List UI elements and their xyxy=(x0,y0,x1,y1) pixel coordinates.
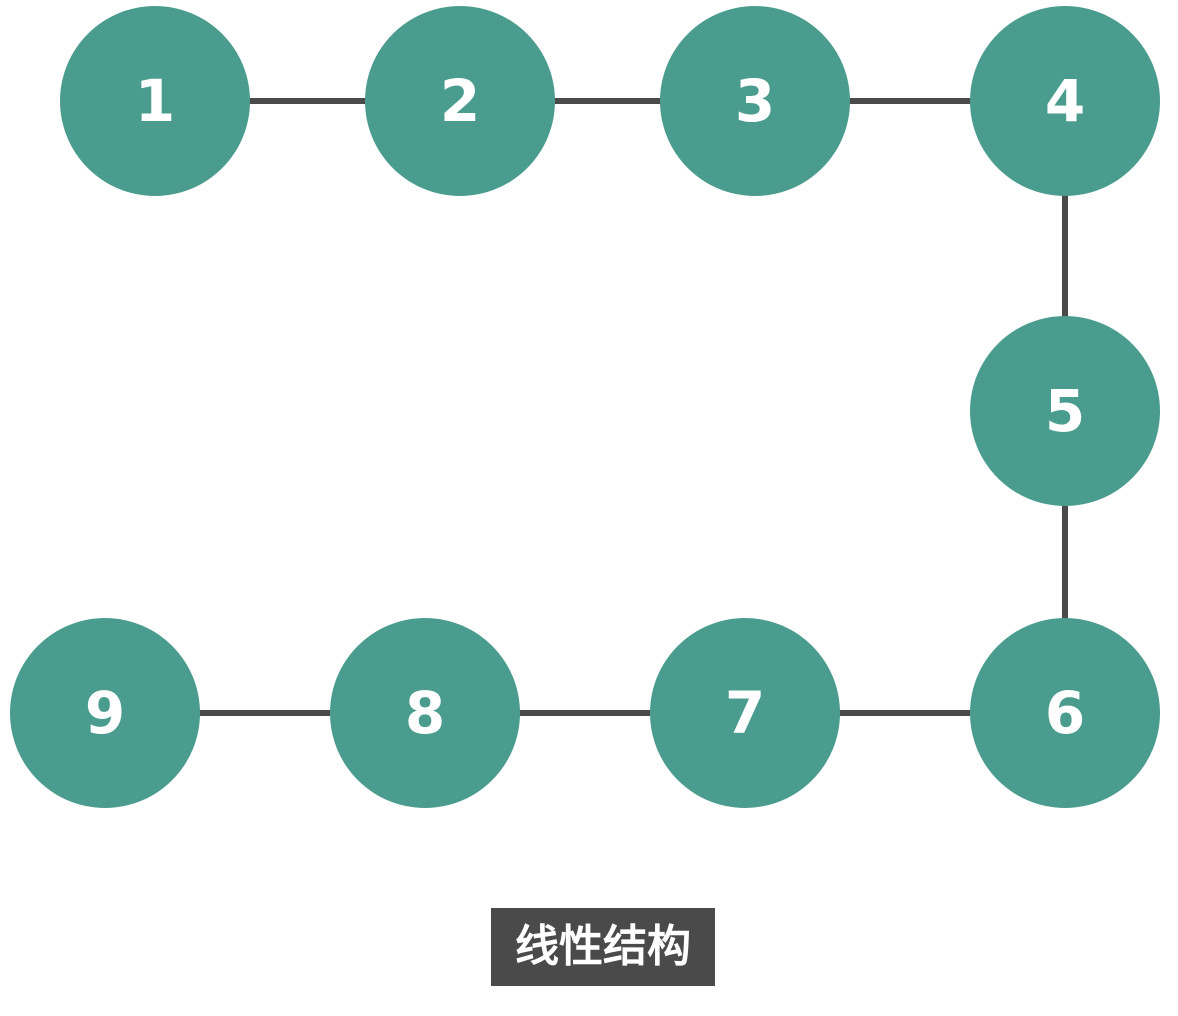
edge-3-4 xyxy=(755,98,1065,104)
node-2-label: 2 xyxy=(439,67,481,135)
node-6: 6 xyxy=(970,618,1160,808)
diagram-caption: 线性结构 xyxy=(491,908,715,986)
edge-5-6 xyxy=(1062,411,1068,713)
edge-8-9 xyxy=(105,710,425,716)
node-1-label: 1 xyxy=(134,67,176,135)
node-8-label: 8 xyxy=(404,679,446,747)
edge-1-2 xyxy=(155,98,460,104)
node-8: 8 xyxy=(330,618,520,808)
node-6-label: 6 xyxy=(1044,679,1086,747)
node-9: 9 xyxy=(10,618,200,808)
node-5: 5 xyxy=(970,316,1160,506)
edge-7-8 xyxy=(425,710,745,716)
node-1: 1 xyxy=(60,6,250,196)
node-3: 3 xyxy=(660,6,850,196)
node-2: 2 xyxy=(365,6,555,196)
edge-2-3 xyxy=(460,98,755,104)
node-7: 7 xyxy=(650,618,840,808)
caption-text: 线性结构 xyxy=(515,921,691,972)
node-3-label: 3 xyxy=(734,67,776,135)
node-7-label: 7 xyxy=(724,679,766,747)
node-9-label: 9 xyxy=(84,679,126,747)
node-4-label: 4 xyxy=(1044,67,1086,135)
edge-4-5 xyxy=(1062,101,1068,411)
node-4: 4 xyxy=(970,6,1160,196)
edge-6-7 xyxy=(745,710,1065,716)
node-5-label: 5 xyxy=(1044,377,1086,445)
